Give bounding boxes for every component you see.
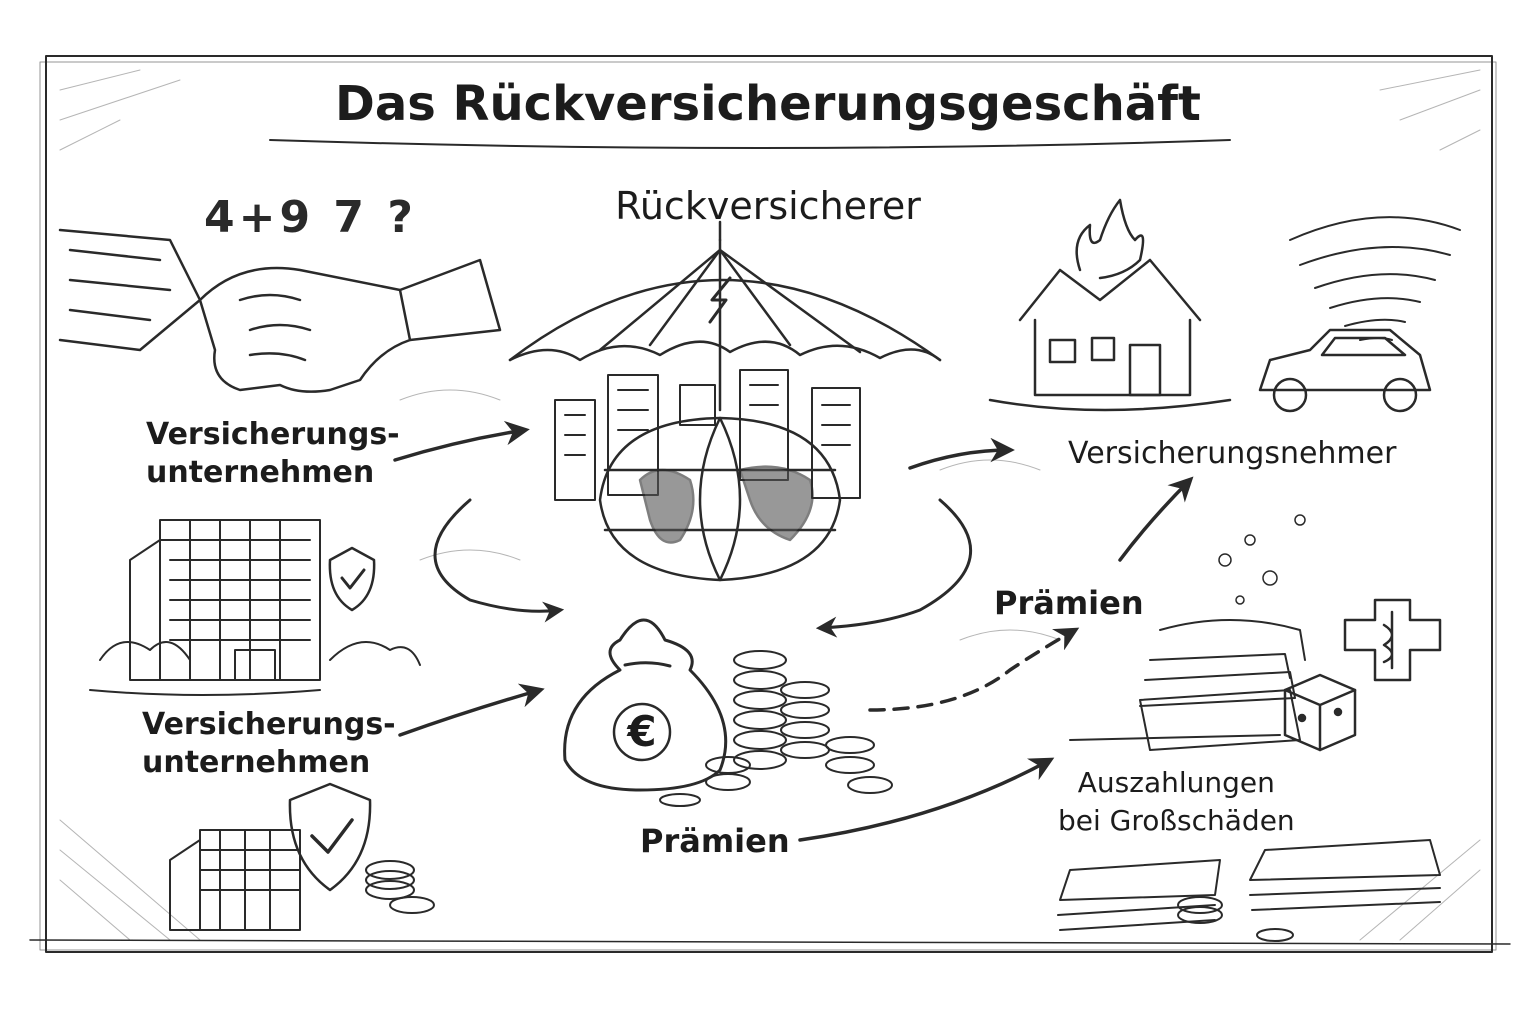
math-scribble: 4+9 7 ? [204,192,417,243]
arrow-insurer-bottom-to-center [398,683,545,737]
label-policyholder: Versicherungsnehmer [1068,436,1397,471]
car-icon [1258,328,1432,413]
coin-stack-icon [659,650,893,807]
money-bag-icon [563,618,728,792]
label-payouts-line2: bei Großschäden [1058,804,1295,837]
arrow-premiums-to-policyholder [1118,476,1194,562]
title-underline [269,139,1231,149]
circular-flow-arrows [433,498,973,638]
background-hatching [59,69,1481,941]
label-reinsurer: Rückversicherer [615,184,921,228]
arrow-premiums-to-payouts [798,757,1055,842]
office-building-icon [169,782,435,931]
money-bag-euro-symbol: € [626,707,656,756]
label-insurer-bottom: Versicherungs- unternehmen [142,706,396,782]
city-icon [554,369,861,501]
cash-bundle-icon [1057,839,1441,942]
arrow-insurer-top-to-reinsurer [393,420,530,462]
umbrella-icon [508,220,942,412]
label-insurer-top-line1: Versicherungs- [146,417,400,452]
medical-cross-icon [1343,598,1442,682]
burning-house-icon [988,198,1232,412]
label-payouts: Auszahlungen bei Großschäden [1058,764,1295,840]
label-payouts-line1: Auszahlungen [1077,766,1275,799]
bubbles [1218,514,1306,605]
frame [29,55,1511,953]
label-premiums-right: Prämien [994,584,1144,622]
handshake-icon [58,228,502,393]
dice-icon [1283,673,1357,752]
arrow-dashed-to-premiums [868,627,1080,712]
arrow-reinsurer-to-policyholder [908,437,1015,470]
globe-icon [598,416,842,582]
document-stack-icon [1069,619,1306,751]
label-premiums-bottom: Prämien [640,822,790,860]
label-insurer-top-line2: unternehmen [146,455,375,490]
tornado-icon [1289,216,1461,341]
flow-arrows [393,420,1194,842]
label-insurer-bottom-line1: Versicherungs- [142,707,396,742]
label-insurer-bottom-line2: unternehmen [142,745,371,780]
label-insurer-top: Versicherungs- unternehmen [146,416,400,492]
shield-check-icon [328,546,376,612]
page-title: Das Rückversicherungsgeschäft [334,76,1201,132]
office-building-icon [89,519,421,696]
